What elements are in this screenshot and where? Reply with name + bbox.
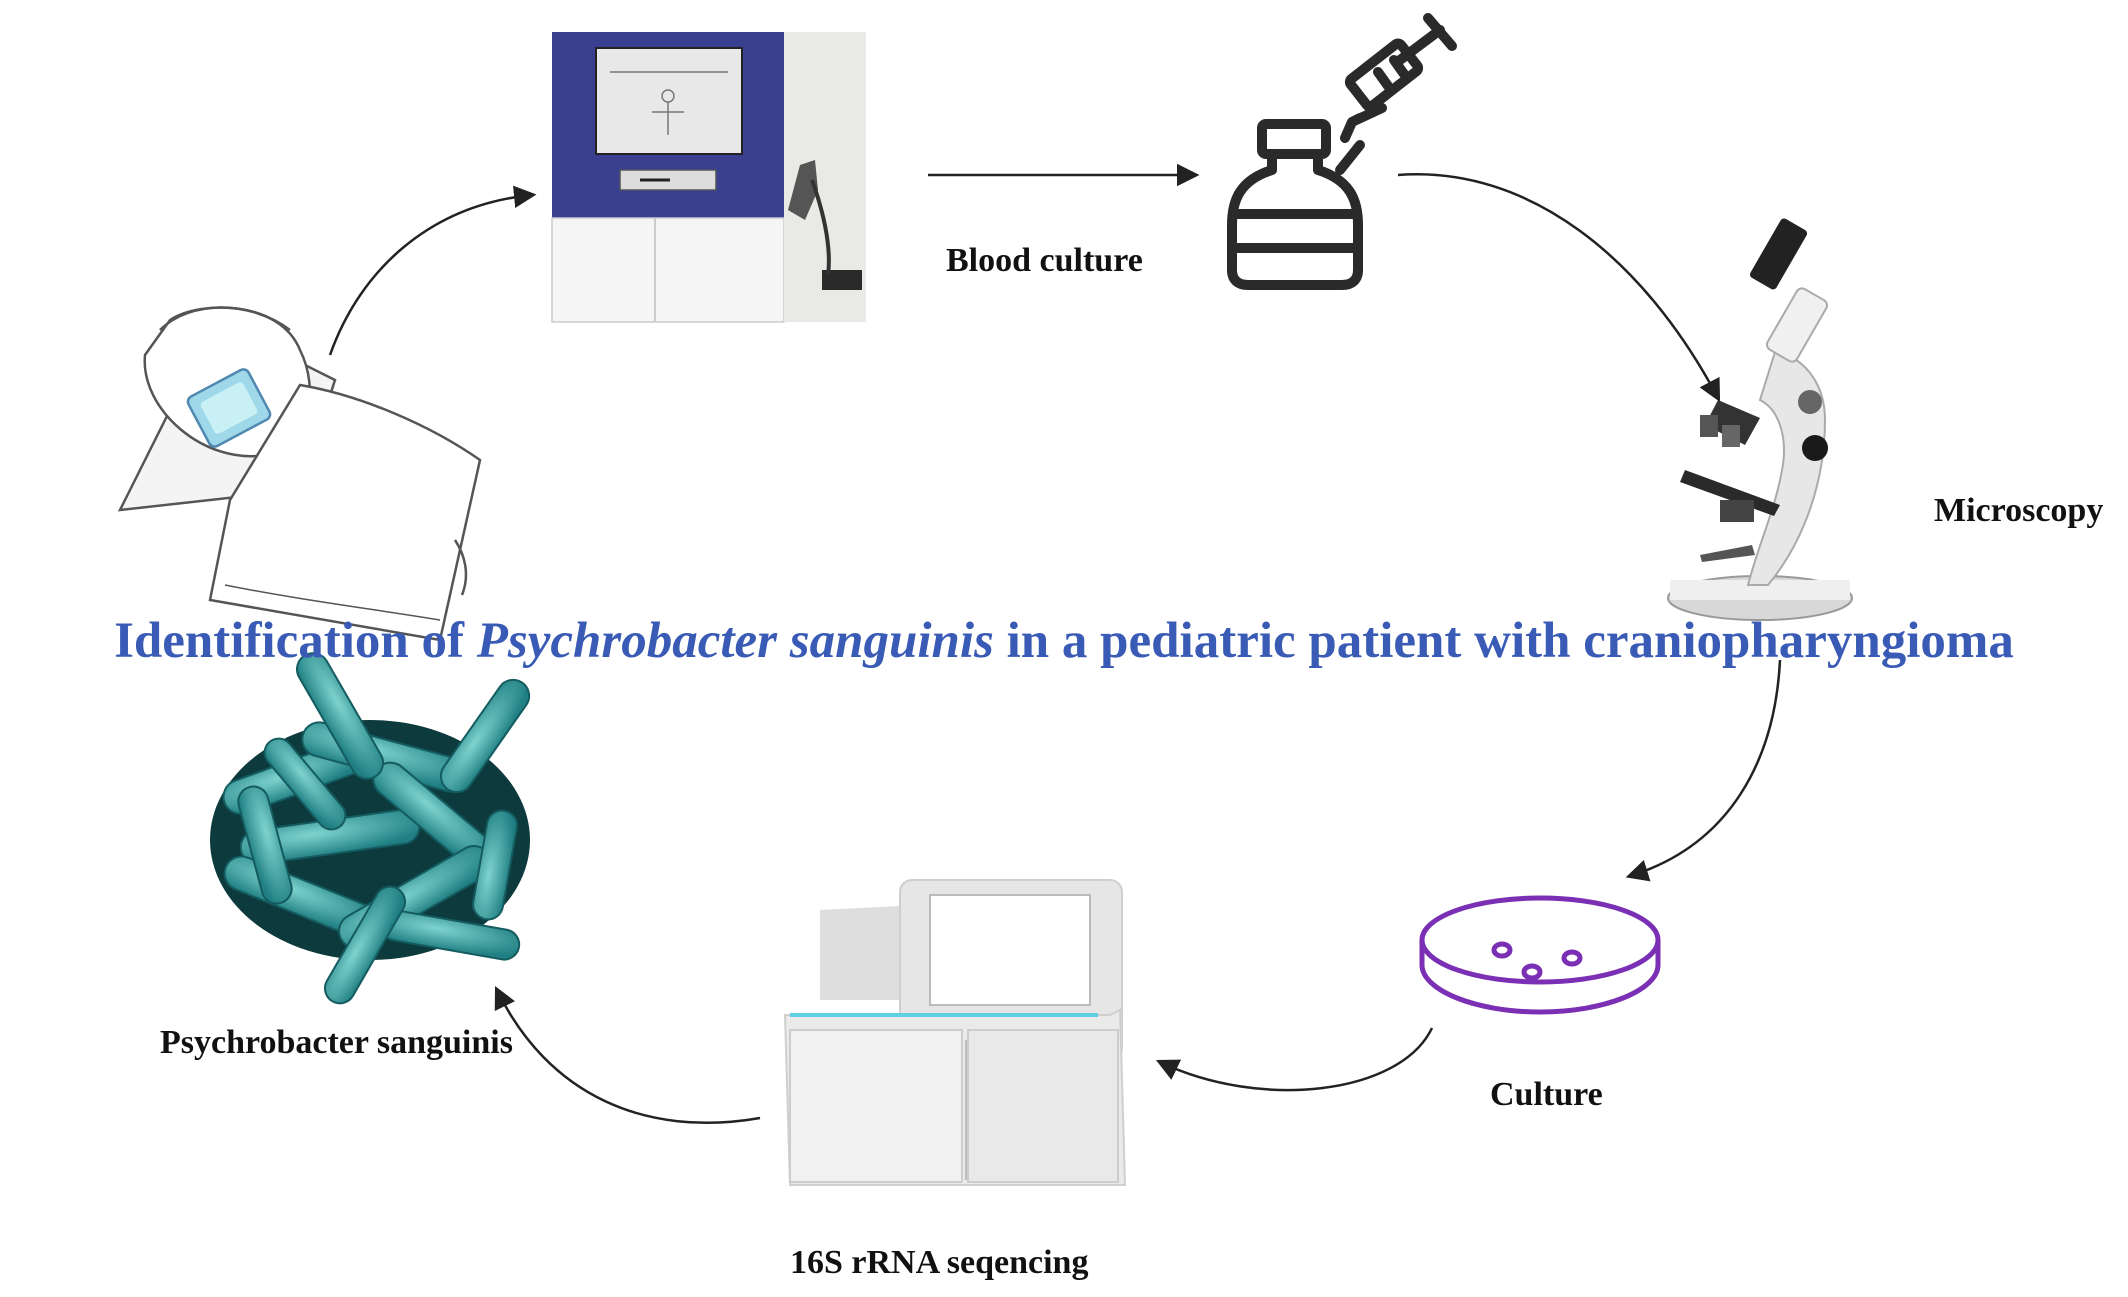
label-sequencing: 16S rRNA seqencing — [790, 1244, 1089, 1281]
blood-culture-analyzer-icon — [551, 32, 866, 323]
arrow-bottle-to-microscope — [1397, 173, 1721, 402]
microscope-icon — [1667, 218, 1853, 621]
sequencer-icon — [783, 879, 1127, 1186]
label-culture: Culture — [1490, 1076, 1603, 1113]
arrow-sequencer-to-bacteria — [494, 985, 761, 1125]
arrow-dish-to-sequencer — [1155, 1027, 1434, 1092]
petri-dish-icon — [1419, 895, 1661, 1015]
syringe-vial-icon — [1227, 13, 1457, 290]
title-suffix: in a pediatric patient with craniopharyn… — [993, 613, 2014, 669]
flow-arrows — [328, 163, 1782, 1125]
title-prefix: Identification of — [114, 613, 477, 669]
arrow-patient-to-analyzer — [328, 185, 537, 356]
bacteria-cluster-icon — [210, 652, 531, 1005]
title-organism: Psychrobacter sanguinis — [476, 613, 994, 669]
patient-in-bed-icon — [117, 306, 482, 642]
label-blood-culture: Blood culture — [946, 242, 1143, 279]
arrow-microscope-to-dish — [1625, 659, 1782, 882]
label-organism: Psychrobacter sanguinis — [160, 1024, 513, 1061]
diagram-title: Identification of Psychrobacter sanguini… — [0, 612, 2128, 670]
label-microscopy: Microscopy — [1934, 492, 2104, 529]
